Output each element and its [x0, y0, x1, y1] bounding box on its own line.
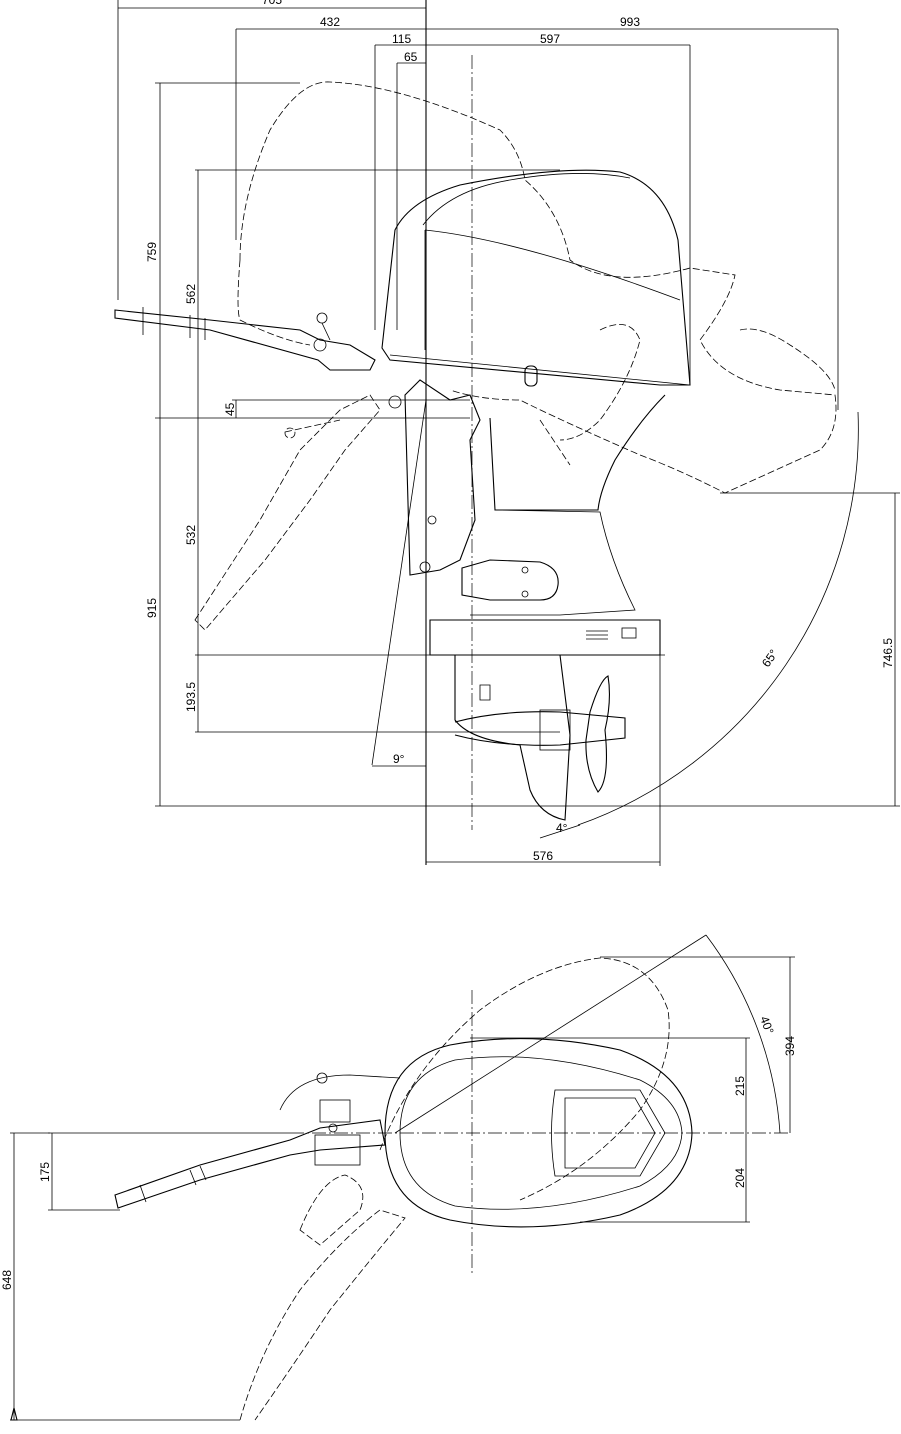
left-dimension-lines — [155, 82, 900, 807]
dim-915: 915 — [145, 598, 159, 618]
dim-215: 215 — [733, 1076, 747, 1096]
dim-648: 648 — [0, 1270, 14, 1290]
angle-40: 40° — [757, 1014, 776, 1036]
dim-45: 45 — [223, 402, 237, 416]
top-view-dimension-labels: 394 215 204 175 648 40° — [0, 1014, 797, 1290]
dim-759: 759 — [145, 242, 159, 262]
outboard-engine-tilted — [194, 81, 837, 631]
side-view: 705 993 432 115 597 65 759 562 45 532 91… — [114, 0, 900, 866]
dim-576: 576 — [533, 849, 553, 863]
outboard-engine-top-turned — [239, 957, 670, 1421]
dim-204: 204 — [733, 1168, 747, 1188]
top-view-dimension-lines — [10, 934, 795, 1421]
angle-4: 4° — [556, 821, 568, 835]
dim-115: 115 — [392, 32, 411, 46]
dim-394: 394 — [783, 1036, 797, 1056]
dim-532: 532 — [184, 525, 198, 545]
dim-705: 705 — [262, 0, 282, 7]
side-view-dimension-labels: 705 993 432 115 597 65 759 562 45 532 91… — [145, 0, 895, 863]
dim-993: 993 — [620, 15, 640, 29]
angle-9: 9° — [393, 752, 405, 766]
angle-65: 65° — [759, 647, 781, 670]
dim-597: 597 — [540, 32, 560, 46]
top-dimension-lines — [117, 0, 839, 410]
dim-175: 175 — [38, 1162, 52, 1182]
outboard-engine-side — [114, 169, 691, 821]
dim-193-5: 193.5 — [184, 682, 198, 712]
outboard-engine-top — [114, 1038, 693, 1228]
dim-746-5: 746.5 — [881, 638, 895, 668]
top-view: 394 215 204 175 648 40° — [0, 934, 797, 1421]
dim-562: 562 — [184, 284, 198, 304]
dim-65: 65 — [404, 50, 418, 64]
dim-432: 432 — [320, 15, 340, 29]
